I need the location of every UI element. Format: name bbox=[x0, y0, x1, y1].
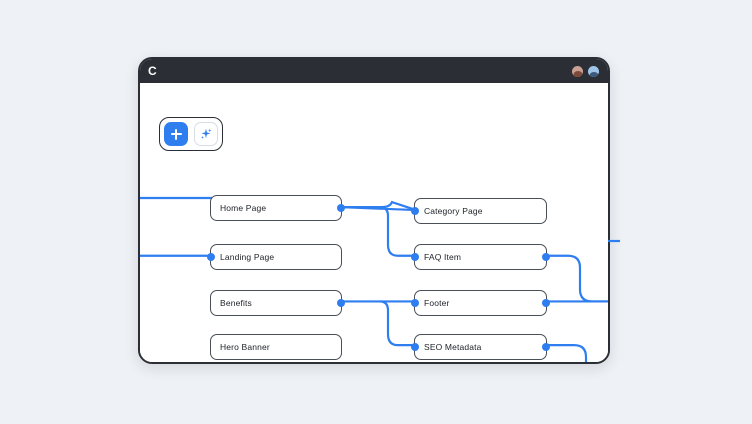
port-right-footer[interactable] bbox=[542, 299, 550, 307]
node-benefits[interactable]: Benefits bbox=[210, 290, 345, 316]
edge-faq-outbound bbox=[545, 254, 608, 303]
sparkles-icon bbox=[201, 128, 212, 139]
edge-home-to-category-main bbox=[340, 206, 418, 212]
edge-benefits-to-seo bbox=[378, 300, 418, 347]
port-left-faq-item[interactable] bbox=[411, 253, 419, 261]
app-window: C bbox=[138, 57, 610, 364]
avatar-user-2[interactable] bbox=[587, 64, 600, 78]
node-hero-banner[interactable]: Hero Banner bbox=[210, 334, 342, 360]
flow-canvas[interactable]: Home Page Landing Page Benefits Hero Ban… bbox=[140, 83, 608, 362]
titlebar: C bbox=[140, 59, 608, 83]
node-seo-metadata[interactable]: SEO Metadata bbox=[411, 334, 550, 360]
node-footer[interactable]: Footer bbox=[411, 290, 550, 316]
node-label: Footer bbox=[424, 298, 450, 308]
port-left-footer[interactable] bbox=[411, 299, 419, 307]
node-label: Landing Page bbox=[220, 252, 275, 262]
ai-generate-button[interactable] bbox=[194, 122, 218, 146]
port-left-category-page[interactable] bbox=[411, 207, 419, 215]
port-right-home-page[interactable] bbox=[337, 204, 345, 212]
node-label: Home Page bbox=[220, 203, 267, 213]
node-landing-page[interactable]: Landing Page bbox=[207, 244, 342, 270]
port-right-seo-metadata[interactable] bbox=[542, 343, 550, 351]
edge-home-to-faq bbox=[378, 206, 418, 257]
node-label: SEO Metadata bbox=[424, 342, 482, 352]
add-node-button[interactable] bbox=[164, 122, 188, 146]
node-label: Hero Banner bbox=[220, 342, 270, 352]
node-label: Benefits bbox=[220, 298, 252, 308]
brand-logo: C bbox=[148, 64, 158, 78]
node-faq-item[interactable]: FAQ Item bbox=[411, 244, 550, 270]
port-left-landing-page[interactable] bbox=[207, 253, 215, 261]
canvas-toolbar bbox=[159, 117, 223, 151]
node-category-page[interactable]: Category Page bbox=[411, 198, 547, 224]
port-right-benefits[interactable] bbox=[337, 299, 345, 307]
port-left-seo-metadata[interactable] bbox=[411, 343, 419, 351]
node-label: Category Page bbox=[424, 206, 483, 216]
port-right-faq-item[interactable] bbox=[542, 253, 550, 261]
edge-home-to-category bbox=[340, 200, 418, 212]
edge-seo-outbound bbox=[545, 344, 588, 362]
node-label: FAQ Item bbox=[424, 252, 462, 262]
collaborator-avatars bbox=[571, 64, 600, 78]
node-home-page[interactable]: Home Page bbox=[210, 195, 345, 221]
plus-icon bbox=[171, 129, 182, 140]
avatar-user-1[interactable] bbox=[571, 64, 584, 78]
